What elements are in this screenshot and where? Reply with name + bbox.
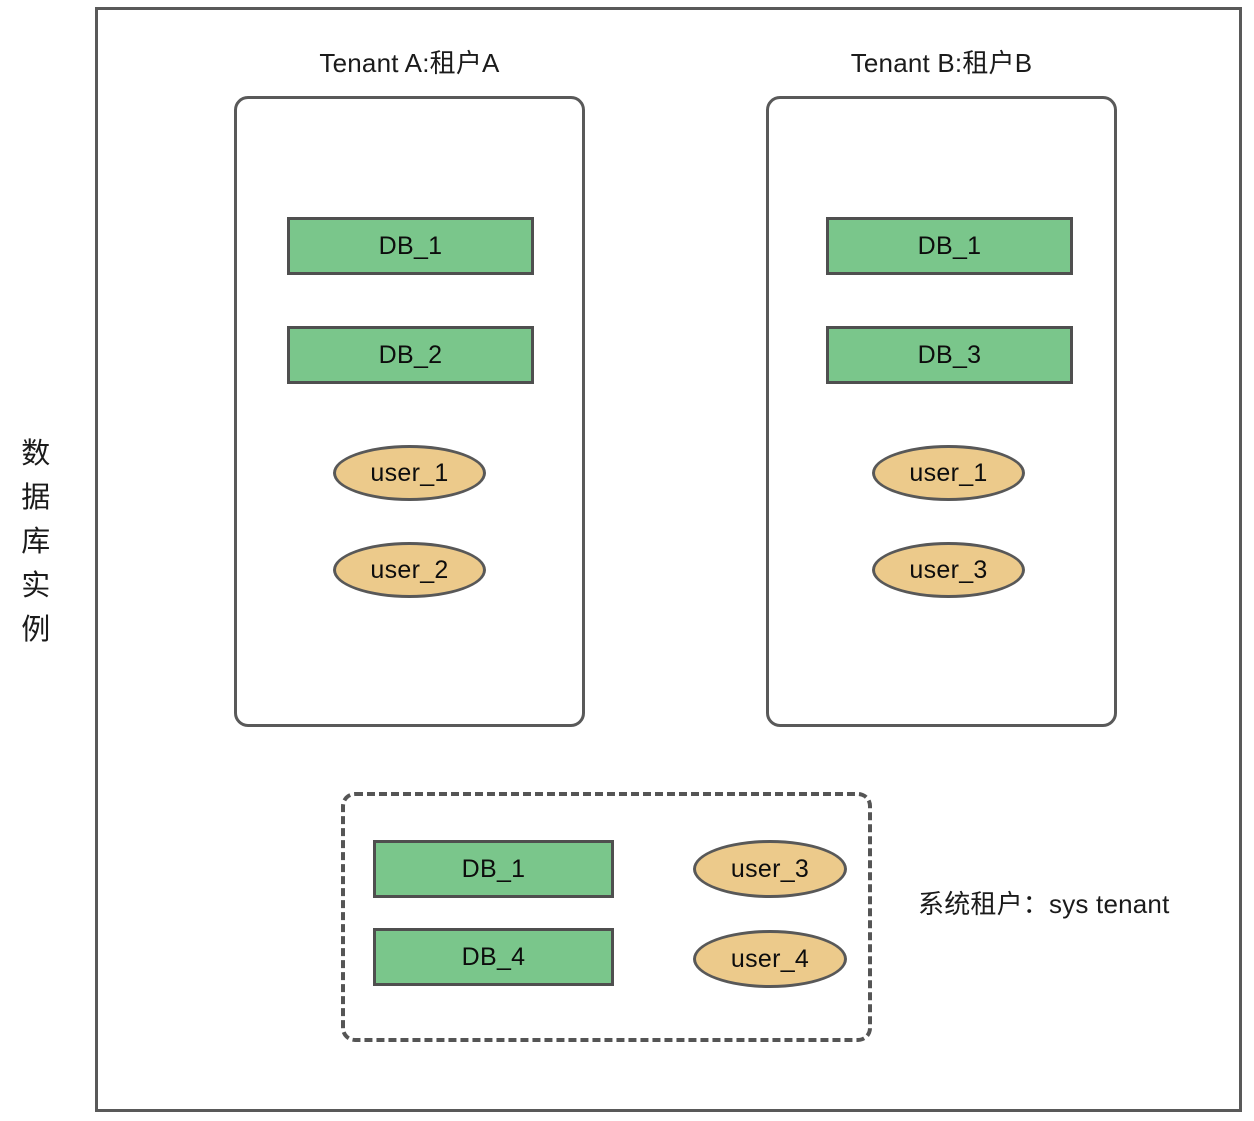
instance-label-char-4: 例 (21, 614, 51, 647)
tenant-a-title: Tenant A:租户A (319, 48, 500, 78)
tenant-a-database-db1[interactable]: DB_1 (287, 217, 534, 275)
tenant-b-database-db3[interactable]: DB_3 (826, 326, 1073, 384)
sys-tenant-user-3[interactable]: user_3 (693, 840, 847, 898)
tenant-a-database-db2[interactable]: DB_2 (287, 326, 534, 384)
database-instance-frame (95, 7, 1242, 1112)
sys-tenant-database-db4[interactable]: DB_4 (373, 928, 614, 986)
sys-tenant-user-4[interactable]: user_4 (693, 930, 847, 988)
instance-label-char-2: 库 (21, 526, 51, 559)
tenant-b-database-db1[interactable]: DB_1 (826, 217, 1073, 275)
tenant-b-user-1[interactable]: user_1 (872, 445, 1025, 501)
instance-label-char-3: 实 (21, 570, 51, 603)
tenant-b-container (766, 96, 1117, 727)
instance-label-char-1: 据 (21, 482, 51, 515)
tenant-a-user-1[interactable]: user_1 (333, 445, 486, 501)
sys-tenant-database-db1[interactable]: DB_1 (373, 840, 614, 898)
tenant-a-user-2[interactable]: user_2 (333, 542, 486, 598)
sys-tenant-container (341, 792, 872, 1042)
tenant-a-container (234, 96, 585, 727)
sys-tenant-caption: 系统租户：sys tenant (918, 889, 1170, 919)
tenant-b-user-3[interactable]: user_3 (872, 542, 1025, 598)
instance-vertical-label: 数 据 库 实 例 (10, 432, 62, 652)
tenant-b-title: Tenant B:租户B (850, 48, 1033, 78)
instance-label-char-0: 数 (21, 438, 51, 470)
